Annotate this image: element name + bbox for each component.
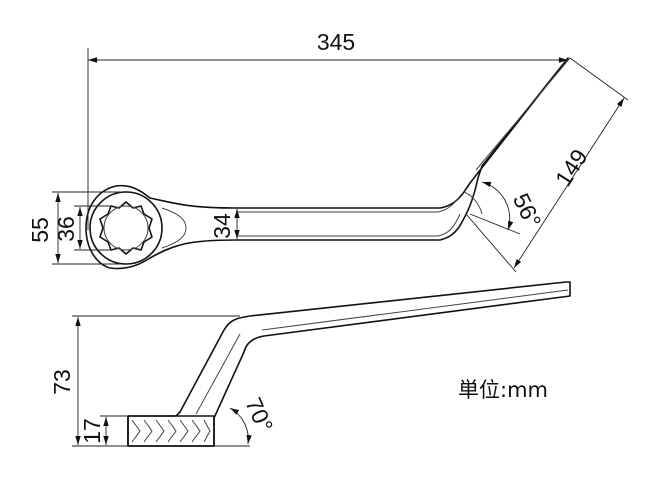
dim-overall-length: 345 [317, 29, 355, 55]
angle-56-ref [469, 213, 521, 235]
ring-outer [89, 191, 163, 265]
dim-line-149 [513, 97, 625, 269]
unit-label: 単位:mm [458, 378, 548, 402]
side-view: 73 17 70° [49, 281, 571, 447]
handle-groove [261, 289, 569, 331]
wrench-top-outline [85, 57, 569, 270]
dim-ring-outer: 55 [27, 217, 53, 243]
dim-bend-angle: 56° [508, 189, 547, 232]
ring-side-profile [127, 415, 215, 447]
dim-side-angle: 70° [240, 394, 278, 436]
wrench-side-outline [127, 281, 571, 447]
ext-149-top [569, 57, 629, 101]
ring-inner [103, 205, 149, 251]
ext-149-bottom [465, 213, 517, 273]
dim-offset-length: 149 [550, 144, 593, 190]
bend-line [463, 191, 483, 215]
ring-12-point-hole [99, 201, 153, 255]
neck-line [161, 207, 187, 249]
dim-arc-70 [229, 407, 252, 445]
dim-shaft-width: 34 [209, 213, 235, 239]
dim-ring-thickness: 17 [79, 418, 105, 444]
ring-teeth [131, 419, 211, 443]
dim-height: 73 [49, 369, 75, 395]
wrench-top-inner-outline [238, 195, 461, 237]
neck-line-side [195, 333, 241, 415]
dim-arc-56 [481, 181, 514, 231]
top-view: 345 149 56° 55 36 34 [27, 29, 629, 273]
dim-ring-inner: 36 [53, 216, 79, 242]
handle-edge [475, 57, 571, 171]
